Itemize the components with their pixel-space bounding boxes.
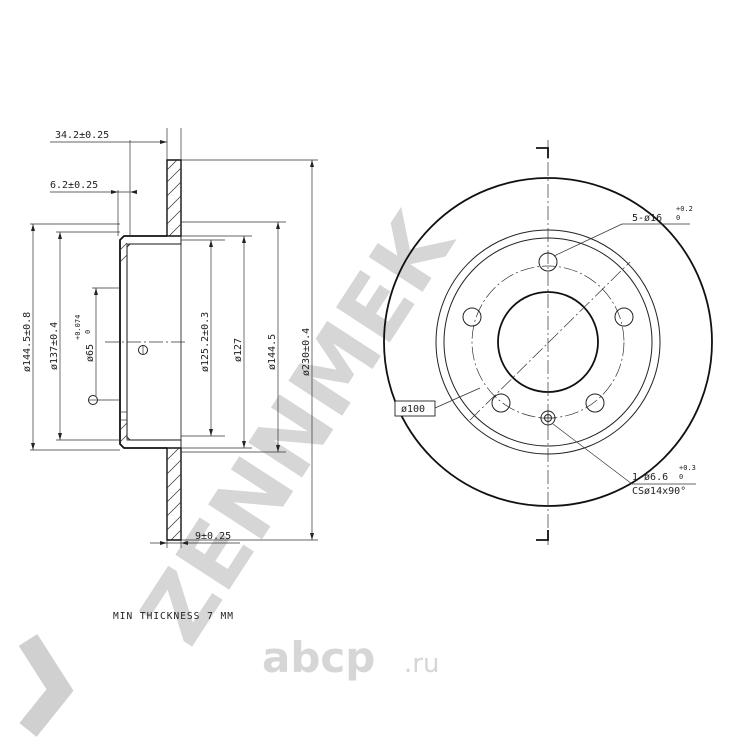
pcd-label: ø100 xyxy=(401,404,425,415)
dim-thickness: 6.2±0.25 xyxy=(50,180,98,191)
dim-d1445-outer: ø144.5±0.8 xyxy=(22,312,33,372)
bolt-holes-callout: 5-ø16 xyxy=(632,213,662,224)
site-logo-suffix: .ru xyxy=(404,649,439,679)
dim-d127: ø127 xyxy=(233,338,244,362)
dim-hub-bore-tol2: 0 xyxy=(84,330,92,334)
dim-d1445: ø144.5 xyxy=(267,334,278,370)
section-hatching xyxy=(166,159,182,541)
bolt-hole-4 xyxy=(491,393,511,413)
front-view: 5-ø16 +0.2 0 ø100 1-ø6.6 +0.3 0 CSø14x90… xyxy=(383,140,713,545)
bolt-hole-2 xyxy=(614,307,634,327)
locator-hole-callout: 1-ø6.6 xyxy=(632,472,668,483)
site-logo: abcp .ru xyxy=(262,633,439,682)
watermark-text: ZENNMEK xyxy=(121,194,474,661)
countersink-callout: CSø14x90° xyxy=(632,486,686,497)
section-mark-top xyxy=(536,147,549,158)
bolt-hole-1 xyxy=(538,252,558,272)
dim-d137: ø137±0.4 xyxy=(49,322,60,370)
bolt-holes-tol: +0.2 xyxy=(676,205,693,213)
min-thickness-note: MIN THICKNESS 7 MM xyxy=(113,611,234,622)
hat-outer xyxy=(119,235,167,449)
watermark-chevron xyxy=(18,634,74,737)
side-section-view: 34.2±0.25 6.2±0.25 ø144.5±0.8 ø137±0.4 ø… xyxy=(22,128,318,548)
dim-offset: 34.2±0.25 xyxy=(55,130,109,141)
bolt-hole-3 xyxy=(585,393,605,413)
site-logo-text: abcp xyxy=(262,633,375,682)
section-mark-bottom xyxy=(536,530,549,541)
locator-hole-tol: +0.3 xyxy=(679,464,696,472)
pcd-box xyxy=(394,400,436,417)
dim-hub-bore: ø65 xyxy=(85,344,96,362)
diagonal-centerline xyxy=(469,261,631,421)
dim-d230: ø230±0.4 xyxy=(301,328,312,376)
dim-d1253: ø125.2±0.3 xyxy=(200,312,211,372)
dim-hub-bore-tol: +0.074 xyxy=(74,315,82,340)
dim-disc-thickness: 9±0.25 xyxy=(195,531,231,542)
bolt-hole-5 xyxy=(462,307,482,327)
locator-hole-tol2: 0 xyxy=(679,473,683,481)
bolt-holes-tol2: 0 xyxy=(676,214,680,222)
hat-hatching xyxy=(119,242,128,443)
